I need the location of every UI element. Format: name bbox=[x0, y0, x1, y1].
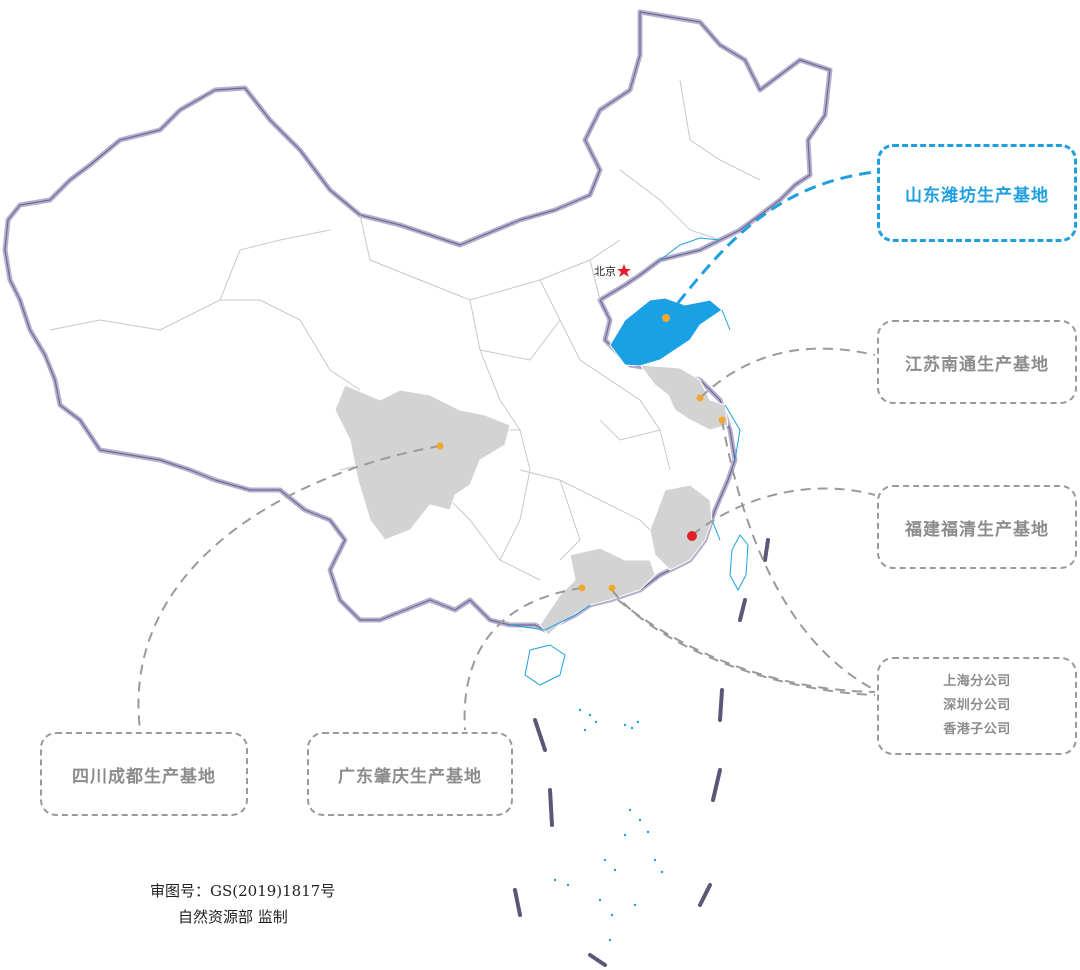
region-jiangsu bbox=[638, 364, 729, 431]
nine-dash-line bbox=[513, 538, 770, 967]
office-shenzhen: 深圳分公司 bbox=[943, 698, 1011, 713]
region-shandong bbox=[609, 297, 723, 367]
connector-shenzhen bbox=[611, 589, 876, 696]
marker-guangdong bbox=[578, 584, 586, 592]
map-approval-caption: 审图号：GS(2019)1817号 自然资源部 监制 bbox=[150, 878, 350, 930]
capital-label: 北京 bbox=[594, 264, 616, 278]
callout-jiangsu[interactable]: 江苏南通生产基地 bbox=[877, 320, 1077, 404]
marker-jiangsu bbox=[696, 394, 704, 402]
connector-hongkong bbox=[617, 599, 876, 693]
callout-jiangsu-label: 江苏南通生产基地 bbox=[905, 354, 1049, 375]
callout-offices[interactable]: 上海分公司 深圳分公司 香港子公司 bbox=[877, 657, 1077, 755]
region-hainan bbox=[524, 644, 566, 686]
callout-fujian[interactable]: 福建福清生产基地 bbox=[877, 485, 1077, 569]
marker-shenzhen bbox=[608, 584, 616, 592]
marker-fujian bbox=[687, 531, 697, 541]
approval-number: 审图号：GS(2019)1817号 bbox=[150, 882, 336, 900]
marker-shandong bbox=[662, 314, 670, 322]
connector-jiangsu bbox=[699, 347, 876, 399]
connector-fujian bbox=[691, 487, 876, 536]
marker-sichuan bbox=[436, 442, 444, 450]
callout-guangdong-label: 广东肇庆生产基地 bbox=[338, 766, 482, 787]
office-hongkong: 香港子公司 bbox=[943, 722, 1011, 737]
callout-guangdong[interactable]: 广东肇庆生产基地 bbox=[307, 732, 513, 816]
callout-shandong[interactable]: 山东潍坊生产基地 bbox=[877, 144, 1077, 242]
connector-guangdong bbox=[463, 587, 583, 731]
callout-fujian-label: 福建福清生产基地 bbox=[905, 519, 1049, 540]
region-sichuan bbox=[334, 384, 511, 541]
connector-sichuan bbox=[137, 445, 441, 731]
star-icon bbox=[617, 264, 631, 277]
marker-shanghai bbox=[718, 416, 726, 424]
coastline bbox=[509, 237, 741, 631]
callout-sichuan[interactable]: 四川成都生产基地 bbox=[40, 732, 248, 816]
region-taiwan bbox=[729, 534, 749, 592]
callout-shandong-label: 山东潍坊生产基地 bbox=[905, 185, 1049, 206]
callout-sichuan-label: 四川成都生产基地 bbox=[72, 766, 216, 787]
south-sea-islands bbox=[553, 708, 664, 942]
office-shanghai: 上海分公司 bbox=[943, 674, 1011, 689]
region-fujian bbox=[649, 484, 713, 571]
connector-shanghai bbox=[721, 419, 876, 691]
approval-authority: 自然资源部 监制 bbox=[178, 908, 288, 926]
connectors bbox=[137, 347, 876, 731]
